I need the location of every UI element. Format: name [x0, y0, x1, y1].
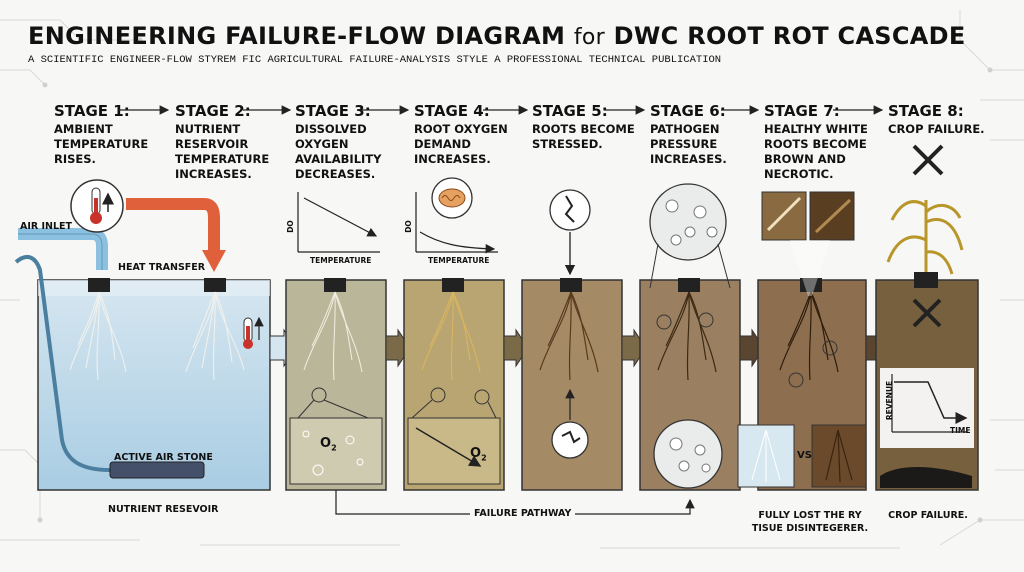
page-subtitle: A SCIENTIFIC ENGINEER-FLOW STYREM FIC AG… [28, 54, 722, 66]
air-stone [109, 461, 205, 479]
stage-2: STAGE 2:NUTRIENT RESERVOIR TEMPERATURE I… [175, 102, 270, 181]
failure-pathway-label: FAILURE PATHWAY [470, 508, 576, 519]
air-hose [14, 254, 111, 472]
vs-label: VS [797, 450, 812, 461]
failure-x-roots [912, 298, 942, 328]
air-inlet-label: AIR INLET [20, 221, 73, 232]
page-title: ENGINEERING FAILURE-FLOW DIAGRAM for DWC… [28, 22, 966, 50]
air-stone-label: ACTIVE AIR STONE [114, 452, 213, 463]
failure-x-top [912, 144, 944, 176]
heat-transfer-label: HEAT TRANSFER [118, 262, 206, 273]
stage7-footnote: FULLY LOST THE RY TISUE DISINTEGERER. [751, 510, 869, 534]
stage3-o2-label: O2 [320, 436, 337, 453]
stage3-ylabel: DO [285, 220, 295, 233]
stage-5: STAGE 5:ROOTS BECOME STRESSED. [532, 102, 635, 151]
stage8-xlabel: TIME [950, 426, 971, 435]
reservoir-label: NUTRIENT RESEVOIR [108, 504, 219, 515]
stage-3: STAGE 3:DISSOLVED OXYGEN AVAILABILITY DE… [295, 102, 382, 181]
heat-transfer-arrow [126, 198, 220, 252]
air-inlet-arrow [18, 228, 108, 270]
healthy-roots [69, 291, 245, 381]
stage8-footnote: CROP FAILURE. [888, 510, 968, 521]
stage-7: STAGE 7:HEALTHY WHITE ROOTS BECOME BROWN… [764, 102, 868, 181]
stage4-xlabel: TEMPERATURE [428, 256, 490, 265]
stage-1: STAGE 1:AMBIENT TEMPERATURE RISES. [54, 102, 149, 166]
stage4-ylabel: DO [403, 220, 413, 233]
wilted-plant [886, 200, 964, 275]
cracked-root-icon-bottom [551, 421, 589, 459]
pathogen-zoom-top [649, 183, 727, 261]
stage-8: STAGE 8:CROP FAILURE. [888, 102, 985, 136]
reservoir-tank [37, 279, 271, 491]
stage3-zoom [289, 417, 383, 485]
stage4-o2-label: O2 [470, 446, 487, 463]
pathogen-zoom-bottom [653, 419, 723, 489]
stage-6: STAGE 6:PATHOGEN PRESSURE INCREASES. [650, 102, 727, 166]
stage8-ylabel: REVENUE [885, 380, 895, 421]
dead-root-mass [880, 466, 972, 488]
stage-4: STAGE 4:ROOT OXYGEN DEMAND INCREASES. [414, 102, 508, 166]
stage3-xlabel: TEMPERATURE [310, 256, 372, 265]
